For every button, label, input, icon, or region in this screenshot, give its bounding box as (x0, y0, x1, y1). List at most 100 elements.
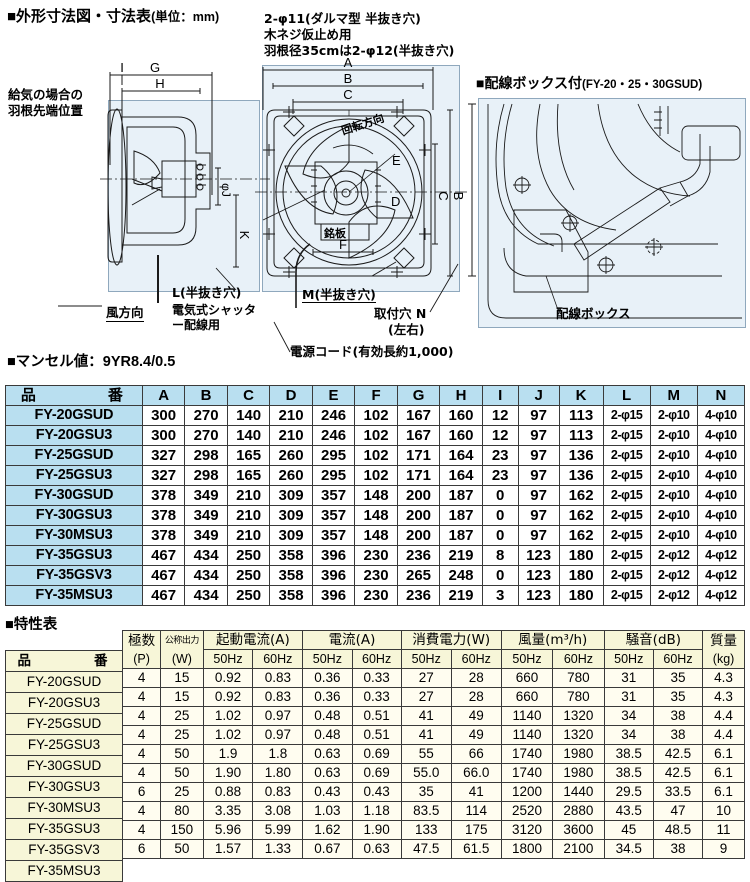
wiring-panel-dim (468, 103, 476, 277)
spec-cell: 83.5 (400, 801, 452, 821)
spec-cell: 50 (160, 839, 204, 859)
table-row: FY-35GSU3 (5, 818, 123, 840)
dimension-cell: 236 (396, 545, 441, 566)
spec-cell: 0.51 (351, 706, 402, 726)
dimension-cell: 102 (354, 465, 398, 486)
spec-cell: 42.5 (652, 763, 704, 783)
spec-cell: 0.33 (351, 668, 402, 688)
dimension-cell: 2-φ15 (602, 585, 651, 606)
dimension-cell: 349 (184, 485, 228, 506)
spec-row-model: FY-25GSU3 (5, 734, 123, 756)
spec-cell: 0.88 (202, 782, 254, 802)
dimension-cell: 327 (141, 445, 186, 466)
spec-group-power: 消費電力(W) (400, 630, 502, 650)
spec-cell: 34 (603, 706, 654, 726)
dimension-cell: 171 (396, 445, 441, 466)
diagram-heading-text: ■外形寸法図・寸法表 (7, 8, 152, 25)
spec-cell: 49 (450, 725, 502, 745)
dimension-cell: 187 (439, 505, 483, 526)
spec-sub-start-50: 50Hz (202, 649, 254, 669)
spec-cell: 1.33 (252, 839, 304, 859)
spec-row-model: FY-30GSUD (5, 755, 123, 777)
spec-cell: 1980 (552, 763, 605, 783)
spec-cell: 6.1 (702, 763, 745, 783)
dimension-cell: 309 (269, 505, 313, 526)
dimension-cell: 2-φ15 (602, 565, 651, 586)
spec-cell: 1.62 (302, 820, 353, 840)
side-view-panel (108, 100, 260, 292)
dimension-cell: 250 (226, 545, 271, 566)
dimension-cell: 219 (439, 545, 483, 566)
dimension-row-model: FY-30GSUD (5, 485, 143, 506)
spec-cell: 25 (160, 725, 204, 745)
svg-text:A: A (344, 58, 353, 70)
dimension-cell: 123 (517, 585, 560, 606)
dimension-cell: 265 (396, 565, 441, 586)
dimension-cell: 123 (517, 565, 560, 586)
spec-cell: 48.5 (652, 820, 704, 840)
dimension-header-E: E (311, 385, 356, 406)
spec-group-start-current: 起動電流(A) (202, 630, 304, 650)
spec-table: 極数 (P) 公称出力 (W) 起動電流(A) 電流(A) 消費電力(W) 風量… (121, 630, 745, 859)
spec-cell: 38.5 (603, 744, 654, 764)
spec-cell: 1200 (500, 782, 554, 802)
dimension-cell: 0 (481, 505, 519, 526)
dimension-cell: 162 (558, 505, 604, 526)
spec-row-model: FY-25GSUD (5, 713, 123, 735)
dimension-cell: 2-φ15 (602, 425, 651, 446)
spec-cell: 660 (500, 668, 554, 688)
spec-group-poles-label: 極数 (128, 632, 156, 649)
svg-text:K: K (237, 231, 252, 240)
dimension-cell: 200 (396, 505, 441, 526)
dimension-cell: 162 (558, 525, 604, 546)
spec-cell: 0.51 (351, 725, 402, 745)
dimension-cell: 187 (439, 485, 483, 506)
dimension-cell: 358 (269, 545, 313, 566)
wiring-box-heading: ■配線ボックス付(FY-20・25・30GSUD) (476, 76, 702, 92)
dimension-header-L: L (602, 385, 651, 406)
dimension-cell: 2-φ10 (649, 525, 698, 546)
spec-sub-air-50: 50Hz (500, 649, 554, 669)
spec-cell: 4 (121, 668, 162, 688)
spec-cell: 1.90 (351, 820, 402, 840)
spec-cell: 28 (450, 668, 502, 688)
dimension-cell: 4-φ10 (696, 505, 746, 526)
dimension-cell: 246 (311, 425, 356, 446)
spec-cell: 1320 (552, 706, 605, 726)
spec-cell: 1.80 (252, 763, 304, 783)
diagram-heading-unit: (単位：mm) (151, 10, 220, 24)
spec-cell: 1740 (500, 763, 554, 783)
dimension-row-model: FY-20GSUD (5, 405, 143, 426)
svg-text:G: G (150, 60, 160, 75)
spec-sheet-page: ■外形寸法図・寸法表(単位：mm) 2-φ11(ダルマ型 半抜き穴) 木ネジ仮止… (5, 8, 746, 882)
dimension-cell: 246 (311, 405, 356, 426)
table-row: FY-35MSU3 (5, 860, 123, 882)
spec-cell: 4 (121, 820, 162, 840)
dimension-row-model: FY-30GSU3 (5, 505, 143, 526)
spec-cell: 47.5 (400, 839, 452, 859)
spec-cell: 1800 (500, 839, 554, 859)
dimension-cell: 230 (354, 585, 398, 606)
spec-cell: 0.63 (302, 763, 353, 783)
spec-cell: 2100 (552, 839, 605, 859)
spec-cell: 0.97 (252, 725, 304, 745)
spec-cell: 28 (450, 687, 502, 707)
spec-cell: 29.5 (603, 782, 654, 802)
spec-cell: 66 (450, 744, 502, 764)
spec-cell: 45 (603, 820, 654, 840)
dimension-header-H: H (439, 385, 483, 406)
note-wood-screw: 木ネジ仮止め用 (264, 27, 352, 42)
spec-cell: 2520 (500, 801, 554, 821)
dimension-cell: 309 (269, 525, 313, 546)
spec-cell: 11 (702, 820, 745, 840)
dimension-cell: 2-φ12 (649, 585, 698, 606)
dimension-cell: 295 (311, 465, 356, 486)
dimension-cell: 349 (184, 505, 228, 526)
spec-cell: 1.9 (202, 744, 254, 764)
spec-cell: 47 (652, 801, 704, 821)
spec-cell: 3.08 (252, 801, 304, 821)
